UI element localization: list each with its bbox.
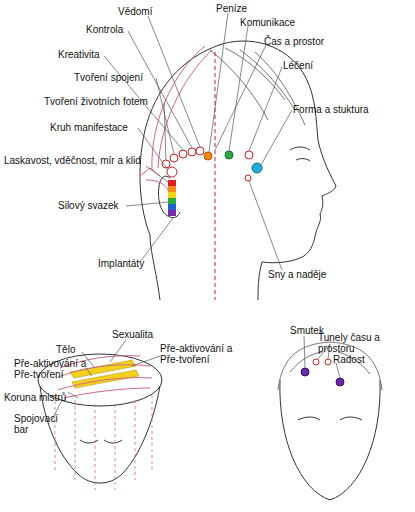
leader-line xyxy=(261,110,292,165)
leader-line xyxy=(132,356,160,366)
pink-line xyxy=(146,180,168,190)
dashed-line xyxy=(115,404,116,490)
part-label: Radost xyxy=(333,354,383,365)
leader-line xyxy=(164,102,166,160)
leader-line xyxy=(249,181,282,270)
part-label: Komunikace xyxy=(240,17,315,28)
dashed-line xyxy=(75,400,76,480)
part-label: Sexualita xyxy=(112,329,172,340)
part-label: Kruh manifestace xyxy=(50,122,150,133)
part-label: Pře-aktivování a Pře-tvoření xyxy=(14,358,92,380)
point-circle xyxy=(325,359,331,365)
dashed-line xyxy=(95,404,96,490)
dashed-line xyxy=(152,395,153,470)
part-label: Tvoření životních fotem xyxy=(44,96,179,107)
part-label: Pře-aktivování a Pře-tvoření xyxy=(160,343,238,365)
purple-dot xyxy=(336,378,344,386)
leader-line xyxy=(336,363,340,378)
leader-line xyxy=(140,218,173,262)
ear-outline xyxy=(158,176,180,217)
bar-segment xyxy=(168,180,176,186)
bar-segment xyxy=(168,210,176,216)
leader-line xyxy=(215,45,266,150)
dashed-line xyxy=(135,400,136,480)
leader-line xyxy=(110,340,126,362)
leader-line xyxy=(209,13,228,152)
bar-segment xyxy=(168,198,176,204)
leader-line xyxy=(128,31,192,148)
profile-head xyxy=(140,41,336,300)
part-label: Sny a naděje xyxy=(268,269,348,280)
leader-line xyxy=(146,166,168,182)
part-label: Laskavost, vděčnost, mír a klid xyxy=(4,155,179,166)
leader-line xyxy=(304,336,305,368)
point-circle xyxy=(188,148,196,156)
rainbow-bar xyxy=(168,180,176,216)
front-face xyxy=(278,342,382,500)
dashed-lines xyxy=(55,395,152,490)
leader-line xyxy=(249,67,282,151)
green-dot xyxy=(225,151,233,159)
leader-line xyxy=(68,392,78,398)
leader-lines xyxy=(52,340,160,420)
part-label: Tvoření spojení xyxy=(74,72,169,83)
point-circle xyxy=(179,150,187,158)
point-circle xyxy=(313,359,319,365)
eyes xyxy=(80,440,122,443)
point-circle xyxy=(245,175,251,181)
dashed-line xyxy=(215,52,216,300)
part-label: Spojovací bar xyxy=(14,413,59,435)
part-label: Léčení xyxy=(283,60,333,71)
part-label: Koruna mistrů xyxy=(4,392,84,403)
part-label: Čas a prostor xyxy=(264,36,344,47)
part-label: Silový svazek xyxy=(58,200,138,211)
bar-segment xyxy=(168,186,176,192)
leader-line xyxy=(138,128,168,170)
pink-lines xyxy=(140,46,212,190)
orange-dot xyxy=(204,152,212,160)
yellow-stripe xyxy=(72,370,139,388)
part-label: Kontrola xyxy=(86,24,136,35)
leader-line xyxy=(156,78,174,154)
hair-strands xyxy=(210,48,305,125)
part-label: Forma a stuktura xyxy=(293,104,408,115)
part-label: Peníze xyxy=(216,3,266,14)
eyes xyxy=(298,417,362,420)
part-label: Kreativita xyxy=(58,49,118,60)
bar-segment xyxy=(168,204,176,210)
point-circle xyxy=(170,154,178,162)
cyan-dot xyxy=(252,163,262,173)
chakra-circles xyxy=(162,147,262,181)
point-circle xyxy=(167,167,177,177)
part-label: Tělo xyxy=(56,344,86,355)
leader-line xyxy=(86,368,92,376)
part-label: Implantáty xyxy=(98,258,168,269)
point-circle xyxy=(245,151,253,159)
face-outline xyxy=(280,380,380,500)
dashed-line xyxy=(55,395,56,470)
bar-segment xyxy=(168,192,176,198)
eye-brow xyxy=(290,147,310,150)
leader-line xyxy=(126,202,168,206)
head-outline xyxy=(140,41,336,300)
leader-lines xyxy=(104,13,292,270)
part-label: Vědomí xyxy=(118,6,178,17)
point-circle xyxy=(196,147,204,155)
purple-dot xyxy=(301,368,309,376)
part-label: Tunely času a prostoru xyxy=(318,332,413,354)
eye-line xyxy=(296,159,310,161)
